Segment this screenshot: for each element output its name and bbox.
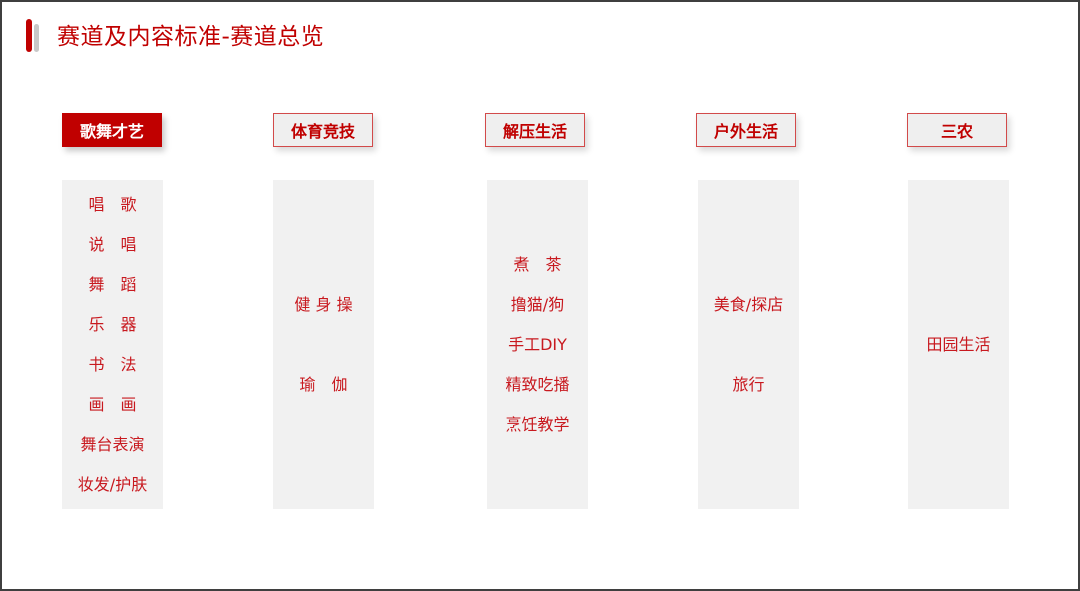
list-item: 舞台表演: [80, 434, 145, 454]
list-item: 田园生活: [926, 334, 991, 354]
category-column-singing-dancing: 唱 歌 说 唱 舞 蹈 乐 器 书 法 画 画 舞台表演 妆发/护肤: [62, 180, 163, 509]
category-column-sports: 健 身 操 瑜 伽: [273, 180, 374, 509]
list-item: 唱 歌: [88, 194, 137, 214]
title-accent-bar-red: [26, 19, 32, 52]
list-item: 画 画: [88, 394, 137, 414]
list-item: 旅行: [732, 374, 765, 394]
list-item: 烹饪教学: [505, 414, 570, 434]
list-item: 煮 茶: [513, 254, 562, 274]
list-item: 精致吃播: [505, 374, 570, 394]
tab-outdoor-life[interactable]: 户外生活: [696, 113, 796, 147]
tab-relaxing-life[interactable]: 解压生活: [485, 113, 585, 147]
tab-sports[interactable]: 体育竞技: [273, 113, 373, 147]
list-item: 美食/探店: [713, 294, 784, 314]
list-item: 瑜 伽: [299, 374, 348, 394]
list-item: 舞 蹈: [88, 274, 137, 294]
list-item: 书 法: [88, 354, 137, 374]
list-item: 手工DIY: [508, 334, 567, 354]
list-item: 妆发/护肤: [77, 474, 148, 494]
list-item: 说 唱: [88, 234, 137, 254]
category-column-agriculture: 田园生活: [908, 180, 1009, 509]
title-accent-bar-grey: [34, 24, 39, 52]
list-item: 健 身 操: [294, 294, 353, 314]
list-item: 撸猫/狗: [510, 294, 565, 314]
page-title: 赛道及内容标准-赛道总览: [57, 24, 325, 50]
category-column-relaxing-life: 煮 茶 撸猫/狗 手工DIY 精致吃播 烹饪教学: [487, 180, 588, 509]
list-item: 乐 器: [88, 314, 137, 334]
tab-singing-dancing-talent[interactable]: 歌舞才艺: [62, 113, 162, 147]
tab-agriculture[interactable]: 三农: [907, 113, 1007, 147]
category-column-outdoor-life: 美食/探店 旅行: [698, 180, 799, 509]
